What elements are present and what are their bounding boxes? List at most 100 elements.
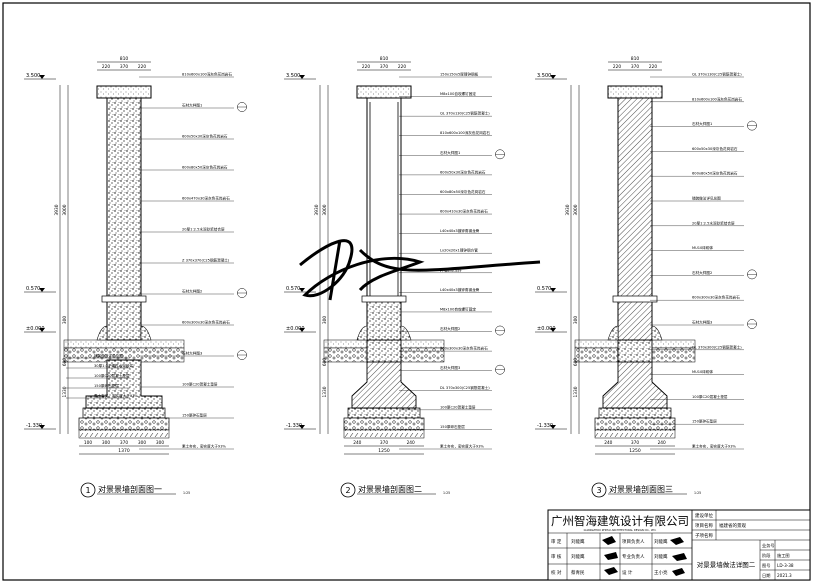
side-dim: 600 [322,358,328,366]
tb-row-person: 蔡青民 [571,569,585,576]
concrete-cushion [347,407,421,419]
elevation-value: 0.570 [537,286,551,292]
section-number: 2 [345,486,350,495]
tb-field-value: LD-3-38 [777,563,794,568]
bottom-dim-part: 240 [604,440,612,446]
compacted-soil [343,429,425,439]
company-name: 广州智海建筑设计有限公司 [551,514,689,528]
elevation-value: ±0.000 [286,326,305,332]
wall-column [617,97,653,341]
leader-label-left: 100厚C20混凝土垫层 [94,373,130,378]
elevation-value: ±0.000 [537,326,556,332]
leader-label: 810x600x100深灰色花岗岩石 [692,96,742,101]
elevation-value: 0.570 [26,286,40,292]
gravel-cushion [594,417,676,431]
elevation-value: ±0.000 [26,326,45,332]
leader-label: 石材大样图1 [440,150,460,155]
side-dim: 3000 [62,204,68,215]
section-number: 3 [596,486,601,495]
tb-row-person2: 刘能鹰 [654,538,668,545]
bottom-dim-total: 1250 [378,448,390,454]
leader-label: 石材大样图2 [692,270,712,275]
leader-label: 150厚碎石垫层 [182,413,207,418]
tb-row-role: 专业负责人 [622,553,645,560]
leader-label: 100厚C20混凝土垫层 [182,382,218,387]
wall-column [106,97,142,341]
compacted-soil [594,429,676,439]
leader-label: 石材大样图2 [440,326,460,331]
leader-label: 600x300x30深灰色花岗岩石 [440,346,488,351]
leader-label: 600x470x30深灰色花岗岩石 [182,196,230,201]
top-dim-part: 370 [380,64,388,70]
bottom-dim-total: 1250 [629,448,641,454]
top-dim-part: 220 [398,64,406,70]
top-dim-part: 220 [102,64,110,70]
leader-label: 石材大样图3 [440,365,460,370]
leader-label: 20厚1:2.5水泥砂浆结合层 [692,220,735,225]
leader-label: 150x150x5厚镀锌钢板 [440,72,479,77]
elevation-marker [39,425,45,429]
leader-label-left: 铺装做法详见总图 [94,353,123,358]
base-moulding [612,295,658,303]
leader-label: 素土夯实，密实度大于93% [182,444,227,449]
elevation-marker [39,288,45,292]
gravel-cushion [78,417,170,431]
leader-label: 810x600x100深灰色花岗岩石 [182,72,232,77]
bottom-dim-part: 370 [120,440,128,446]
cap-stone [607,85,663,99]
leader-label: DL 370x300(C25钢筋混凝土) [440,385,490,390]
section-number-bubble [591,482,607,498]
leader-label: 600x50x30深灰色花岗岩石 [182,134,228,139]
company-name-en: GUANGZHOU ZHIHAI ARCHITECTURAL DESIGN CO… [584,528,657,532]
side-dim: 3930 [314,204,320,215]
bottom-dim-part: 370 [631,440,639,446]
leader-label: DL 370x300(C25钢筋混凝土) [692,344,742,349]
concrete-cushion [82,407,166,419]
elevation-marker [550,75,556,79]
base-moulding [101,295,147,303]
section-title: 对景景墙剖面图一 [98,484,162,494]
bottom-dim-total: 1370 [118,448,130,454]
base-moulding [361,295,407,303]
leader-label: 600x80x50深灰色花岗岩石 [440,189,486,194]
side-dim: 300 [322,316,328,324]
section-scale: 1:25 [443,491,450,495]
leader-label: 铺装做法详见总图 [692,196,721,201]
tb-project-name: 福建省的景观 [719,522,746,529]
plinth-left [607,325,619,341]
leader-label: 600x410x30深灰色花岗岩石 [440,209,488,214]
bottom-dim-part: 300 [102,440,110,446]
elevation-marker [550,288,556,292]
leader-label: QL 370x130(C25钢筋混凝土) [692,72,742,77]
leader-label: 600x80x50深灰色花岗岩石 [692,171,738,176]
elevation-value: -1.330 [26,423,42,429]
top-dim-part: 220 [649,64,657,70]
top-dim-total: 810 [120,56,129,62]
gravel-cushion [343,417,425,431]
leader-label: L40x40x3镀锌角钢龙骨 [440,228,480,233]
elevation-value: 3.500 [26,73,40,79]
leader-label: 石材大样图2 [182,289,202,294]
top-dim-total: 810 [380,56,389,62]
tb-field-value: 2021.3 [777,573,792,578]
elevation-value: -1.330 [286,423,302,429]
bottom-dim-part: 100 [84,440,92,446]
tb-subitem-label: 子项名称 [695,532,713,539]
leader-label: 600x80x50深灰色花岗岩石 [182,165,228,170]
leader-label: 150厚碎石垫层 [692,419,717,424]
top-dim-part: 370 [120,64,128,70]
plinth-left [96,325,108,341]
bottom-dim-part: 240 [658,440,666,446]
leader-label: Lx20x20x1镀锌钢方管 [440,248,478,253]
bottom-dim-part: 300 [138,440,146,446]
section-scale: 1:25 [183,491,190,495]
tb-field-label: 图号 [762,563,770,569]
bottom-dim-part: 370 [380,440,388,446]
footing [85,359,163,409]
top-dim-part: 370 [631,64,639,70]
leader-label: 石材大样图1 [692,121,712,126]
tb-project-label: 项目名称 [695,522,713,529]
section-number-bubble [340,482,356,498]
